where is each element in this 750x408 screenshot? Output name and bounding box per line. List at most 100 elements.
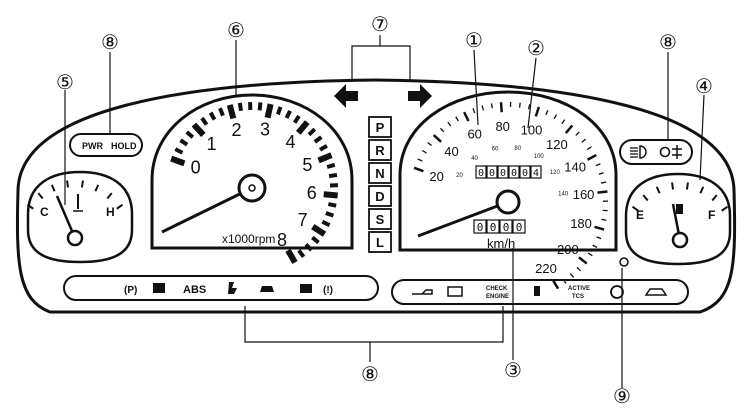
temp-cold-label: C xyxy=(40,205,49,219)
tach-tick xyxy=(328,172,338,179)
odometer-digit: 0 xyxy=(478,168,484,179)
speed-tick xyxy=(576,266,581,272)
gauge-tick xyxy=(685,182,689,190)
tach-unit-label: x1000rpm xyxy=(222,232,275,246)
tach-label: 7 xyxy=(298,210,308,230)
speed-kmh-label: 40 xyxy=(444,144,458,159)
speed-kmh-label: 60 xyxy=(467,127,481,142)
oil-pressure-icon xyxy=(412,289,433,295)
turn-left-arrow-icon xyxy=(334,84,358,108)
speed-mph-label: 40 xyxy=(471,156,478,162)
callout-number: ⑨ xyxy=(613,386,631,408)
odometer-digit-box xyxy=(486,165,498,179)
temp-hot-label: H xyxy=(106,205,115,219)
odometer-digit: 0 xyxy=(500,168,506,179)
speed-tick xyxy=(432,134,442,143)
trip-digit: 0 xyxy=(490,221,497,234)
tach-label: 4 xyxy=(286,132,296,152)
seatbelt-icon xyxy=(228,282,237,294)
gauge-tick xyxy=(711,194,718,202)
gauge-tick xyxy=(655,186,661,194)
callout-number: ⑧ xyxy=(101,32,119,54)
tach-label: 5 xyxy=(302,155,312,175)
speed-tick xyxy=(534,106,541,117)
speed-tick xyxy=(561,119,566,125)
speed-tick xyxy=(598,172,604,175)
trip-digit-box xyxy=(512,219,526,234)
trip-digit-box xyxy=(473,219,487,234)
trip-digit: 0 xyxy=(503,221,510,234)
tach-tick xyxy=(327,202,337,208)
odometer-digit: 0 xyxy=(489,168,495,179)
gear-box xyxy=(368,208,392,230)
speed-mph-label: 20 xyxy=(456,173,463,179)
seat-occupant-icon xyxy=(534,286,540,296)
speed-tick xyxy=(597,190,608,194)
speed-kmh-label: 160 xyxy=(573,187,595,202)
light-indicator-panel xyxy=(619,139,693,165)
speed-tick xyxy=(455,116,459,122)
odometer-digit-box xyxy=(508,165,520,179)
temperature-gauge: C H xyxy=(26,170,134,264)
gauge-tick xyxy=(37,192,44,200)
tach-tick xyxy=(304,242,313,252)
speed-tick xyxy=(586,153,597,161)
speed-tick xyxy=(490,103,493,109)
speed-tick xyxy=(551,279,560,290)
gear-box xyxy=(368,231,392,253)
speed-kmh-label: 100 xyxy=(521,123,543,138)
temp-gauge-ticks xyxy=(26,180,124,210)
callout-number: ⑦ xyxy=(371,14,389,36)
tach-ticks xyxy=(170,101,339,264)
tach-tick xyxy=(237,102,243,112)
fuel-gauge-ticks xyxy=(631,182,729,212)
odometer-digit-box xyxy=(530,165,542,179)
tach-tick xyxy=(174,147,184,155)
speed-tick xyxy=(447,121,452,127)
tach-tick xyxy=(191,122,206,137)
speed-tick xyxy=(586,146,592,151)
gauge-tick xyxy=(116,203,124,210)
speed-tick xyxy=(527,104,531,110)
tach-label: 3 xyxy=(260,119,270,139)
speed-tick xyxy=(439,127,445,133)
speed-mph-label: 140 xyxy=(558,191,569,197)
speed-tick xyxy=(600,181,607,184)
fuel-needle-hub xyxy=(671,231,689,249)
tach-tick xyxy=(292,114,301,124)
gear-letter: R xyxy=(375,143,385,158)
speed-tick xyxy=(421,149,427,154)
tach-tick xyxy=(313,135,323,144)
speed-unit-label: km/h xyxy=(487,236,515,251)
battery-icon xyxy=(447,286,463,297)
tach-tick xyxy=(295,120,310,135)
fuel-empty-label: E xyxy=(636,208,644,222)
trip-reset-knob xyxy=(619,257,629,267)
speed-needle-hub xyxy=(495,189,521,215)
callout-number: ④ xyxy=(695,76,713,98)
speed-kmh-label: 220 xyxy=(535,261,557,276)
callout-number: ③ xyxy=(504,360,522,382)
active-tcs-line2: TCS xyxy=(572,294,584,300)
callout-number: ① xyxy=(465,30,483,52)
door-ajar-icon xyxy=(260,286,274,292)
speed-tick xyxy=(499,102,503,113)
cluster-housing xyxy=(15,78,737,314)
speed-tick xyxy=(427,141,433,147)
gauge-tick xyxy=(721,205,729,212)
gauge-tick xyxy=(26,203,34,210)
airbag-icon xyxy=(300,284,312,293)
tach-tick xyxy=(311,235,320,245)
tach-tick xyxy=(325,211,335,218)
leader-lines xyxy=(64,35,705,388)
tach-label: 6 xyxy=(307,183,317,203)
gear-box xyxy=(368,139,392,161)
tach-tick xyxy=(307,127,317,137)
odometer-digit: 0 xyxy=(511,168,517,179)
gear-box xyxy=(368,116,392,138)
